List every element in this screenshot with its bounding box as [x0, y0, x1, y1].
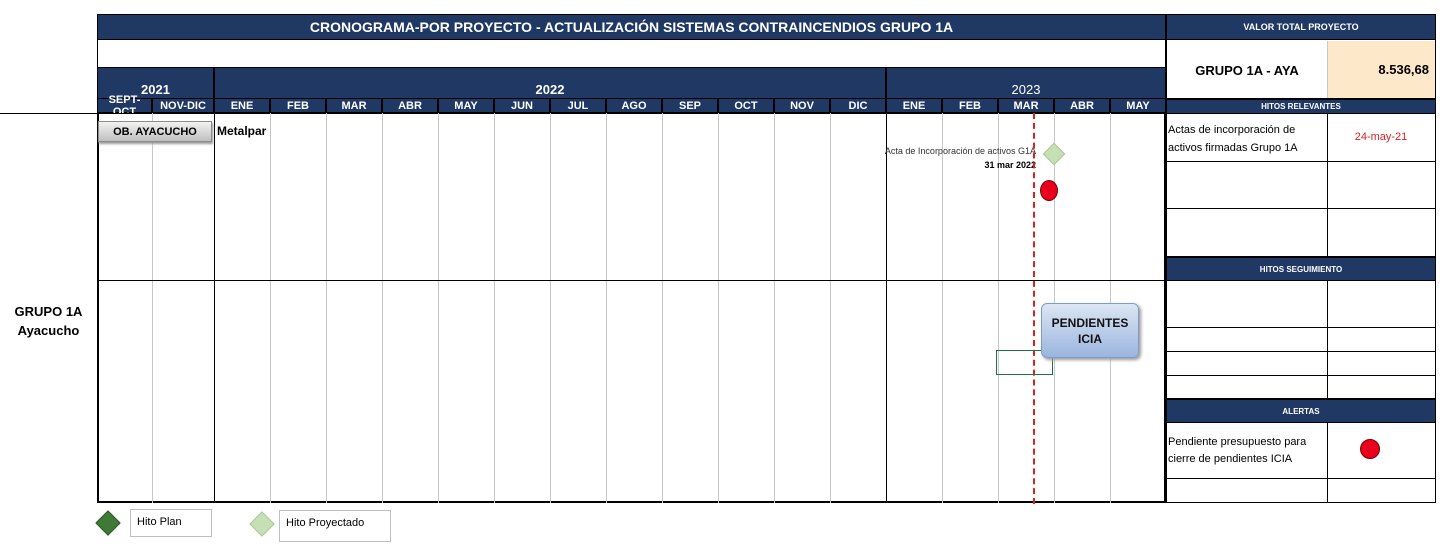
month-header-cell: ENE: [214, 99, 270, 113]
month-header-cell: JUL: [550, 99, 606, 113]
year-2021: 2021: [97, 67, 214, 99]
panel-gridline: [1166, 327, 1436, 328]
alert-marker: [1040, 180, 1058, 201]
month-gridline: [662, 113, 663, 503]
month-gridline: [152, 113, 153, 503]
year-2022: 2022: [214, 67, 886, 99]
panel-gridline: [1166, 161, 1436, 162]
contractor-label: Metalpar: [217, 124, 267, 138]
month-header-cell: MAY: [438, 99, 494, 113]
month-gridline: [998, 113, 999, 503]
hito-proyectado-label: Hito Proyectado: [279, 510, 391, 542]
month-header-cell: ENE: [886, 99, 942, 113]
ob-ayacucho-button[interactable]: OB. AYACUCHO: [98, 121, 212, 142]
month-header-cell: OCT: [718, 99, 774, 113]
hito-proyectado-icon: [249, 511, 275, 537]
month-header-cell: MAY: [1110, 99, 1166, 113]
month-gridline: [606, 113, 607, 503]
alertas-table: [1166, 423, 1436, 503]
grupo-label: GRUPO 1A - AYA: [1195, 62, 1299, 78]
row-label-group: GRUPO 1A: [14, 304, 83, 319]
selected-cell[interactable]: [996, 350, 1053, 375]
month-header-cell: FEB: [270, 99, 326, 113]
hitos-seguimiento-header: HITOS SEGUIMIENTO: [1166, 257, 1436, 281]
month-header-cell: DIC: [830, 99, 886, 113]
month-gridline: [886, 113, 887, 503]
month-gridline: [830, 113, 831, 503]
hitos-relevantes-table: [1166, 114, 1436, 257]
valor-total-header: VALOR TOTAL PROYECTO: [1166, 14, 1436, 40]
alerta-red-icon: [1360, 439, 1380, 459]
month-header-cell: NOV: [774, 99, 830, 113]
month-gridline: [438, 113, 439, 503]
month-header-cell: FEB: [942, 99, 998, 113]
month-gridline: [550, 113, 551, 503]
alertas-header: ALERTAS: [1166, 399, 1436, 423]
hito-plan-label: Hito Plan: [130, 509, 212, 537]
year-2023: 2023: [886, 67, 1166, 99]
month-header-cell: NOV-DIC: [152, 99, 214, 113]
panel-gridline: [1327, 281, 1328, 399]
gantt-body: [97, 113, 1166, 503]
alerta-text: Pendiente presupuesto para cierre de pen…: [1168, 436, 1307, 465]
month-header-cell: SEP: [662, 99, 718, 113]
row-label: GRUPO 1A Ayacucho: [0, 302, 97, 340]
month-gridline: [382, 113, 383, 503]
row-divider: [97, 280, 1166, 281]
month-gridline: [774, 113, 775, 503]
panel-gridline: [1327, 423, 1328, 503]
month-gridline: [494, 113, 495, 503]
page-title: CRONOGRAMA-POR PROYECTO - ACTUALIZACIÓN …: [97, 14, 1166, 40]
month-gridline: [326, 113, 327, 503]
month-gridline: [270, 113, 271, 503]
hito-relevante-date: 24-may-21: [1354, 131, 1408, 143]
month-header-cell: JUN: [494, 99, 550, 113]
month-header-cell: ABR: [1054, 99, 1110, 113]
panel-gridline: [1166, 375, 1436, 376]
milestone-label: Acta de Incorporación de activos G1A: [884, 146, 1036, 156]
month-header-cell: ABR: [382, 99, 438, 113]
valor-total-box: [1166, 40, 1436, 99]
month-header-cell: AGO: [606, 99, 662, 113]
month-gridline: [214, 113, 215, 503]
valor-total-value: 8.536,68: [1327, 41, 1435, 98]
panel-gridline: [1166, 351, 1436, 352]
today-line: [1033, 113, 1035, 504]
hito-relevante-text: Actas de incorporación de activos firmad…: [1168, 124, 1298, 154]
hitos-seguimiento-table: [1166, 281, 1436, 399]
month-gridline: [942, 113, 943, 503]
panel-gridline: [1327, 114, 1328, 257]
panel-gridline: [1166, 478, 1436, 479]
month-gridline: [718, 113, 719, 503]
hito-plan-icon: [95, 510, 121, 536]
month-header-cell: MAR: [326, 99, 382, 113]
milestone-date: 31 mar 2022: [984, 160, 1036, 170]
month-header-cell: MAR: [998, 99, 1054, 113]
pendientes-icia-box[interactable]: PENDIENTES ICIA: [1041, 303, 1139, 358]
hitos-relevantes-header: HITOS RELEVANTES: [1166, 99, 1436, 114]
month-header-cell: SEPT-OCT: [97, 94, 152, 118]
row-label-line: [0, 113, 97, 114]
row-label-region: Ayacucho: [17, 323, 80, 338]
panel-gridline: [1166, 208, 1436, 209]
title-spacer-row: [97, 40, 1166, 67]
